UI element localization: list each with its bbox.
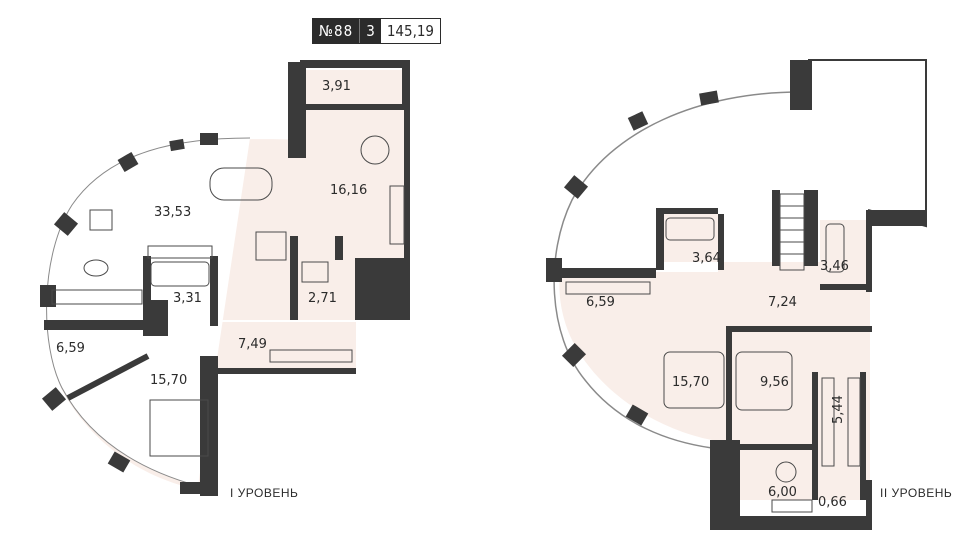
level2-furniture	[565, 217, 861, 513]
area-bath1: 3,31	[173, 291, 202, 306]
area-bedroom2: 15,70	[672, 375, 709, 390]
level1-furniture	[51, 135, 405, 457]
area-bath2: 3,64	[692, 251, 721, 266]
area-kitchen: 16,16	[330, 183, 367, 198]
area-bedroom3: 9,56	[760, 375, 789, 390]
total-area: 145,19	[380, 19, 441, 43]
area-closet: 0,66	[818, 495, 847, 510]
area-hall1: 7,49	[238, 337, 267, 352]
apartment-number: №88	[313, 19, 360, 43]
level2-walls	[560, 190, 926, 530]
apartment-badge: №88 3 145,19	[312, 18, 442, 44]
level2-bath3	[820, 220, 866, 284]
area-hall2: 7,24	[768, 295, 797, 310]
level1-walls	[44, 60, 410, 496]
area-wardrobe3: 5,44	[831, 395, 846, 424]
level2-bath2	[664, 214, 718, 262]
room-count: 3	[359, 19, 381, 43]
area-room6: 6,00	[768, 485, 797, 500]
level-1-label: I УРОВЕНЬ	[230, 486, 299, 500]
area-wardrobe2: 6,59	[586, 295, 615, 310]
area-bedroom1: 15,70	[150, 373, 187, 388]
area-living: 33,53	[154, 205, 191, 220]
level2-floor	[559, 262, 870, 500]
area-wc1: 2,71	[308, 291, 337, 306]
area-balcony: 3,91	[322, 79, 351, 94]
area-bath3: 3,46	[820, 259, 849, 274]
level-2-label: II УРОВЕНЬ	[880, 486, 953, 500]
level2-wall-piers	[546, 60, 812, 426]
balcony-floor	[304, 70, 404, 104]
level-1-plan: 3,91 16,16 33,53 3,31 2,71 7,49 6,59 15,…	[40, 60, 410, 496]
level-2-plan: 3,64 3,46 6,59 7,24 15,70 9,56 5,44 6,00…	[546, 59, 927, 530]
level2-stairs	[779, 193, 805, 271]
area-wardrobe1: 6,59	[56, 341, 85, 356]
hall-strip	[218, 322, 356, 372]
